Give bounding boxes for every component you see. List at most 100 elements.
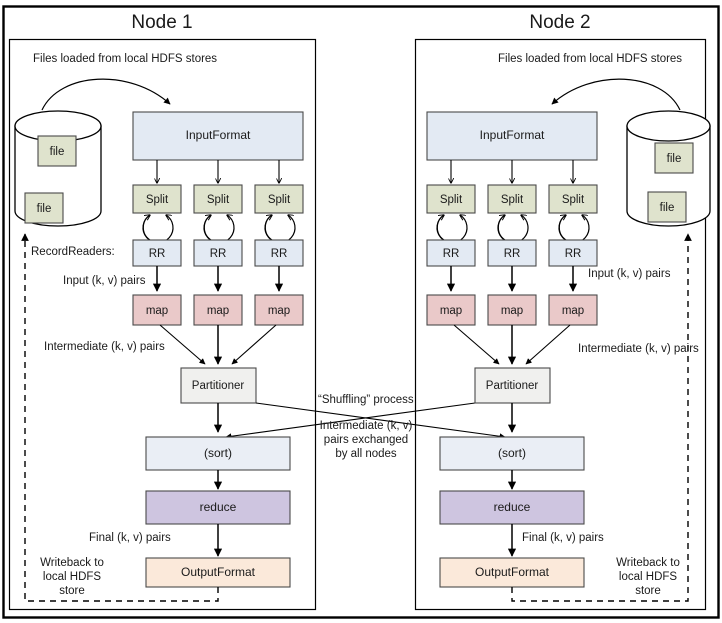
node1-writeback-line1: Writeback to bbox=[40, 557, 104, 569]
node1-partitioner-box bbox=[180, 367, 257, 404]
node1-sort-label: (sort) bbox=[204, 446, 232, 460]
node1-rr-loop-2b bbox=[203, 215, 211, 241]
node1-writeback-line3: store bbox=[59, 585, 85, 597]
node2-file-2-label: file bbox=[660, 202, 675, 214]
node1-map-label-1: map bbox=[146, 305, 168, 317]
node2-partitioner-label: Partitioner bbox=[486, 380, 539, 392]
node1-inputformat-label: InputFormat bbox=[186, 128, 251, 142]
node1-load-arrow bbox=[41, 78, 171, 111]
node1-split-label-1: Split bbox=[146, 194, 169, 206]
node1-map-label-3: map bbox=[268, 305, 290, 317]
shuffle-detail-line2: pairs exchanged bbox=[324, 434, 408, 446]
shuffle-line-node2-to-node1 bbox=[225, 402, 476, 440]
node1-file-1 bbox=[37, 135, 77, 167]
node2-final-pairs-label: Final (k, v) pairs bbox=[522, 532, 604, 544]
node2-title: Node 2 bbox=[529, 12, 590, 33]
node1-partitioner-label: Partitioner bbox=[192, 380, 245, 392]
node2-rr-label-2: RR bbox=[504, 248, 521, 260]
shuffle-process-label: “Shuffling” process bbox=[318, 394, 414, 406]
node2-rr-label-1: RR bbox=[443, 248, 460, 260]
node1-rr-box-3 bbox=[254, 239, 304, 267]
node1-rr-box-1 bbox=[132, 239, 182, 267]
node2-map-box-2 bbox=[487, 294, 537, 326]
node2-intermediate-pairs-label: Intermediate (k, v) pairs bbox=[578, 343, 699, 355]
node2-map-label-2: map bbox=[501, 305, 523, 317]
node1-file-1-label: file bbox=[50, 146, 65, 158]
node2-map-label-3: map bbox=[562, 305, 584, 317]
node1-hdfs-caption: Files loaded from local HDFS stores bbox=[33, 53, 217, 65]
shuffle-detail-line3: by all nodes bbox=[335, 448, 397, 460]
node1-intermediate-pairs-label: Intermediate (k, v) pairs bbox=[44, 341, 165, 353]
node2-inputformat-box bbox=[426, 111, 598, 161]
node1-sort-box bbox=[145, 436, 291, 471]
node1-rr-label-3: RR bbox=[271, 248, 288, 260]
node1-split-box-3 bbox=[254, 184, 304, 214]
node1-map-box-3 bbox=[254, 294, 304, 326]
node2-hdfs-caption: Files loaded from local HDFS stores bbox=[498, 53, 682, 65]
node2-input-pairs-label: Input (k, v) pairs bbox=[588, 268, 671, 280]
node1-panel bbox=[8, 38, 317, 611]
node2-writeback-line2: local HDFS bbox=[619, 571, 677, 583]
node2-sort-box bbox=[439, 436, 585, 471]
node1-split-box-1 bbox=[132, 184, 182, 214]
node1-final-pairs-label: Final (k, v) pairs bbox=[89, 532, 171, 544]
node1-split-label-3: Split bbox=[268, 194, 291, 206]
node1-map-part-arrow-1 bbox=[159, 324, 206, 365]
node2-inputformat-label: InputFormat bbox=[480, 128, 545, 142]
node1-input-pairs-label: Input (k, v) pairs bbox=[63, 275, 146, 287]
node1-recordreaders-label: RecordReaders: bbox=[31, 246, 115, 258]
node1-writeback-path bbox=[21, 233, 219, 602]
node1-outputformat-box bbox=[145, 557, 291, 588]
node2-outputformat-box bbox=[439, 557, 585, 588]
node2-rr-loop-1b bbox=[436, 215, 444, 241]
node1-reduce-label: reduce bbox=[200, 500, 237, 514]
node2-rr-label-3: RR bbox=[565, 248, 582, 260]
node2-writeback-line1: Writeback to bbox=[616, 557, 680, 569]
node1-rr-box-2 bbox=[193, 239, 243, 267]
node1-split-box-2 bbox=[193, 184, 243, 214]
node1-split-label-2: Split bbox=[207, 194, 230, 206]
node2-rr-box-2 bbox=[487, 239, 537, 267]
node2-file-1-label: file bbox=[667, 153, 682, 165]
node2-map-part-arrow-3 bbox=[525, 324, 571, 365]
node2-split-label-3: Split bbox=[562, 194, 585, 206]
node2-split-box-2 bbox=[487, 184, 537, 214]
node2-split-box-1 bbox=[426, 184, 476, 214]
node2-split-box-3 bbox=[548, 184, 598, 214]
node2-split-label-1: Split bbox=[440, 194, 463, 206]
node1-rr-loop-3b bbox=[264, 215, 272, 241]
node2-writeback-path bbox=[511, 233, 692, 602]
node1-outputformat-label: OutputFormat bbox=[181, 565, 256, 579]
node2-outputformat-label: OutputFormat bbox=[475, 565, 550, 579]
node1-writeback-line2: local HDFS bbox=[43, 571, 101, 583]
outer-frame bbox=[2, 5, 720, 619]
node2-file-1 bbox=[654, 142, 694, 174]
node1-map-box-1 bbox=[132, 294, 182, 326]
node2-file-2 bbox=[647, 191, 687, 223]
node2-split-label-2: Split bbox=[501, 194, 524, 206]
node2-map-label-1: map bbox=[440, 305, 462, 317]
node1-map-label-2: map bbox=[207, 305, 229, 317]
shuffle-line-node1-to-node2 bbox=[255, 402, 506, 440]
node1-inputformat-box bbox=[132, 111, 304, 161]
node2-map-box-3 bbox=[548, 294, 598, 326]
node1-file-2 bbox=[24, 192, 64, 224]
node2-reduce-box bbox=[439, 490, 585, 525]
node2-load-arrow bbox=[551, 78, 681, 111]
node2-map-box-1 bbox=[426, 294, 476, 326]
node2-rr-loop-2b bbox=[497, 215, 505, 241]
node1-file-2-label: file bbox=[37, 203, 52, 215]
node1-title: Node 1 bbox=[131, 12, 192, 33]
node1-rr-label-1: RR bbox=[149, 248, 166, 260]
node2-panel bbox=[414, 38, 707, 611]
node1-rr-label-2: RR bbox=[210, 248, 227, 260]
node1-reduce-box bbox=[145, 490, 291, 525]
node2-map-part-arrow-1 bbox=[453, 324, 500, 365]
node1-map-part-arrow-3 bbox=[231, 324, 277, 365]
shuffle-detail-line1: Intermediate (k, v) bbox=[320, 420, 413, 432]
node1-map-box-2 bbox=[193, 294, 243, 326]
node2-rr-loop-3b bbox=[558, 215, 566, 241]
node2-writeback-line3: store bbox=[635, 585, 661, 597]
